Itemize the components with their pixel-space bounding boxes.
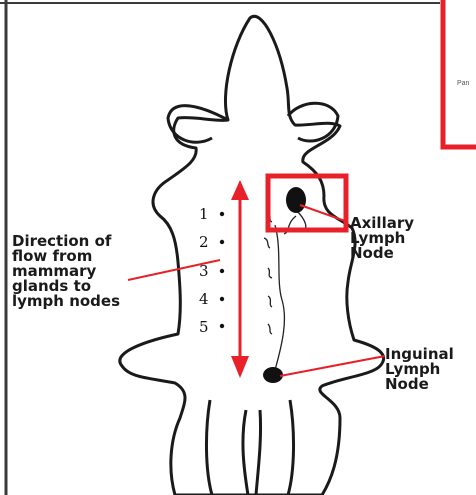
axillary-node — [286, 187, 306, 213]
gland-number-4: 4 — [199, 292, 209, 307]
gland-number-2: 2 — [199, 235, 209, 250]
direction-arrow-down-head — [231, 356, 249, 378]
gland-number-1: 1 — [199, 207, 209, 222]
gland-number-3: 3 — [199, 264, 209, 279]
inguinal-label: Inguinal Lymph Node — [385, 347, 454, 392]
gland-dot-1 — [220, 212, 224, 216]
axillary-highlight-box — [268, 176, 346, 230]
direction-label: Direction of flow from mammary glands to… — [12, 234, 120, 309]
right-hind-leg — [288, 400, 294, 495]
inset-text: Pan — [457, 80, 469, 87]
axillary-label: Axillary Lymph Node — [350, 216, 414, 261]
inset-frame — [443, 0, 476, 147]
direction-arrow-up-head — [231, 180, 249, 200]
gland-dot-5 — [220, 324, 224, 328]
left-hind-leg — [206, 400, 212, 495]
gland-dot-4 — [220, 297, 224, 301]
lymph-vessels — [264, 210, 306, 370]
gland-dot-3 — [220, 269, 224, 273]
mouse-outline — [120, 16, 384, 495]
tail — [243, 410, 261, 495]
gland-number-5: 5 — [199, 320, 209, 335]
gland-dot-2 — [220, 240, 224, 244]
left-ear — [168, 106, 228, 143]
axillary-pointer-line — [300, 205, 348, 222]
